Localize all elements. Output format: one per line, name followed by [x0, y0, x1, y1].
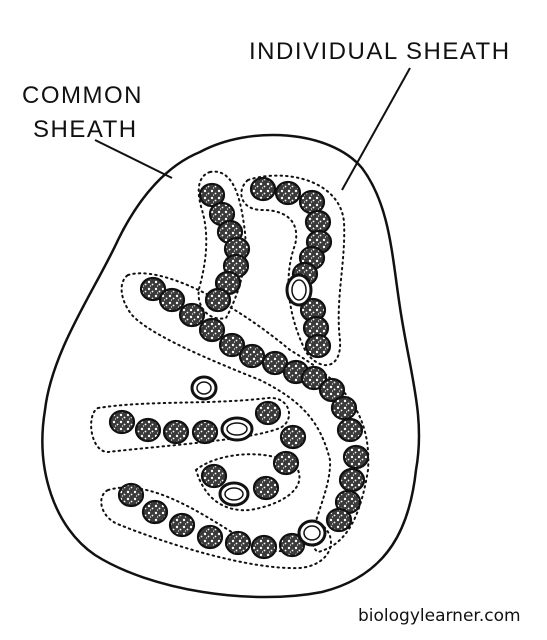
- heterocyst-inner-wall: [303, 525, 321, 541]
- vegetative-cell: [168, 512, 196, 538]
- common-sheath-leader-line: [94, 139, 173, 179]
- vegetative-cell: [250, 534, 278, 560]
- individual-sheath-leader-line: [341, 67, 411, 191]
- heterocyst-inner-wall: [196, 381, 212, 395]
- vegetative-cell: [139, 276, 167, 302]
- vegetative-cell: [200, 463, 228, 489]
- common-sheath-label-line2: SHEATH: [33, 116, 138, 143]
- vegetative-cell: [162, 419, 190, 445]
- vegetative-cell: [158, 287, 186, 313]
- vegetative-cell: [342, 444, 370, 470]
- individual-sheath-5: [100, 486, 332, 570]
- vegetative-cell: [238, 343, 266, 369]
- heterocyst-inner-wall: [224, 487, 244, 501]
- heterocyst: [218, 481, 250, 507]
- filament-cells: [108, 176, 370, 560]
- vegetative-cell: [117, 482, 145, 508]
- vegetative-cell: [134, 417, 162, 443]
- heterocyst: [190, 375, 218, 401]
- vegetative-cell: [318, 377, 346, 403]
- heterocyst: [285, 273, 313, 307]
- vegetative-cell: [304, 209, 332, 235]
- vegetative-cell: [249, 176, 277, 202]
- vegetative-cell: [191, 419, 219, 445]
- heterocyst: [220, 416, 254, 442]
- vegetative-cell: [279, 424, 307, 450]
- heterocyst-inner-wall: [226, 422, 248, 436]
- vegetative-cell: [198, 182, 226, 208]
- individual-sheath-label: INDIVIDUAL SHEATH: [249, 38, 511, 65]
- vegetative-cell: [278, 532, 306, 558]
- individual-sheath-4: [90, 396, 290, 454]
- vegetative-cell: [224, 530, 252, 556]
- vegetative-cell: [178, 302, 206, 328]
- vegetative-cell: [254, 400, 282, 426]
- vegetative-cell: [204, 287, 232, 313]
- vegetative-cell: [108, 409, 136, 435]
- vegetative-cell: [198, 317, 226, 343]
- vegetative-cell: [274, 180, 302, 206]
- vegetative-cell: [336, 417, 364, 443]
- common-sheath-outline: [41, 133, 421, 599]
- vegetative-cell: [338, 467, 366, 493]
- watermark: biologylearner.com: [358, 606, 521, 626]
- heterocysts: [190, 273, 327, 547]
- common-sheath-label-line1: COMMON: [22, 82, 143, 109]
- vegetative-cell: [141, 499, 169, 525]
- vegetative-cell: [261, 350, 289, 376]
- vegetative-cell: [218, 332, 246, 358]
- vegetative-cell: [330, 395, 358, 421]
- individual-sheath-6: [194, 453, 301, 512]
- vegetative-cell: [304, 333, 332, 359]
- heterocyst: [297, 519, 327, 547]
- vegetative-cell: [298, 189, 326, 215]
- vegetative-cell: [252, 475, 280, 501]
- individual-sheath-2: [240, 174, 346, 367]
- individual-sheath-1: [197, 170, 247, 320]
- vegetative-cell: [325, 507, 353, 533]
- heterocyst-inner-wall: [291, 279, 307, 301]
- vegetative-cell: [196, 524, 224, 550]
- vegetative-cell: [272, 450, 300, 476]
- vegetative-cell: [300, 365, 328, 391]
